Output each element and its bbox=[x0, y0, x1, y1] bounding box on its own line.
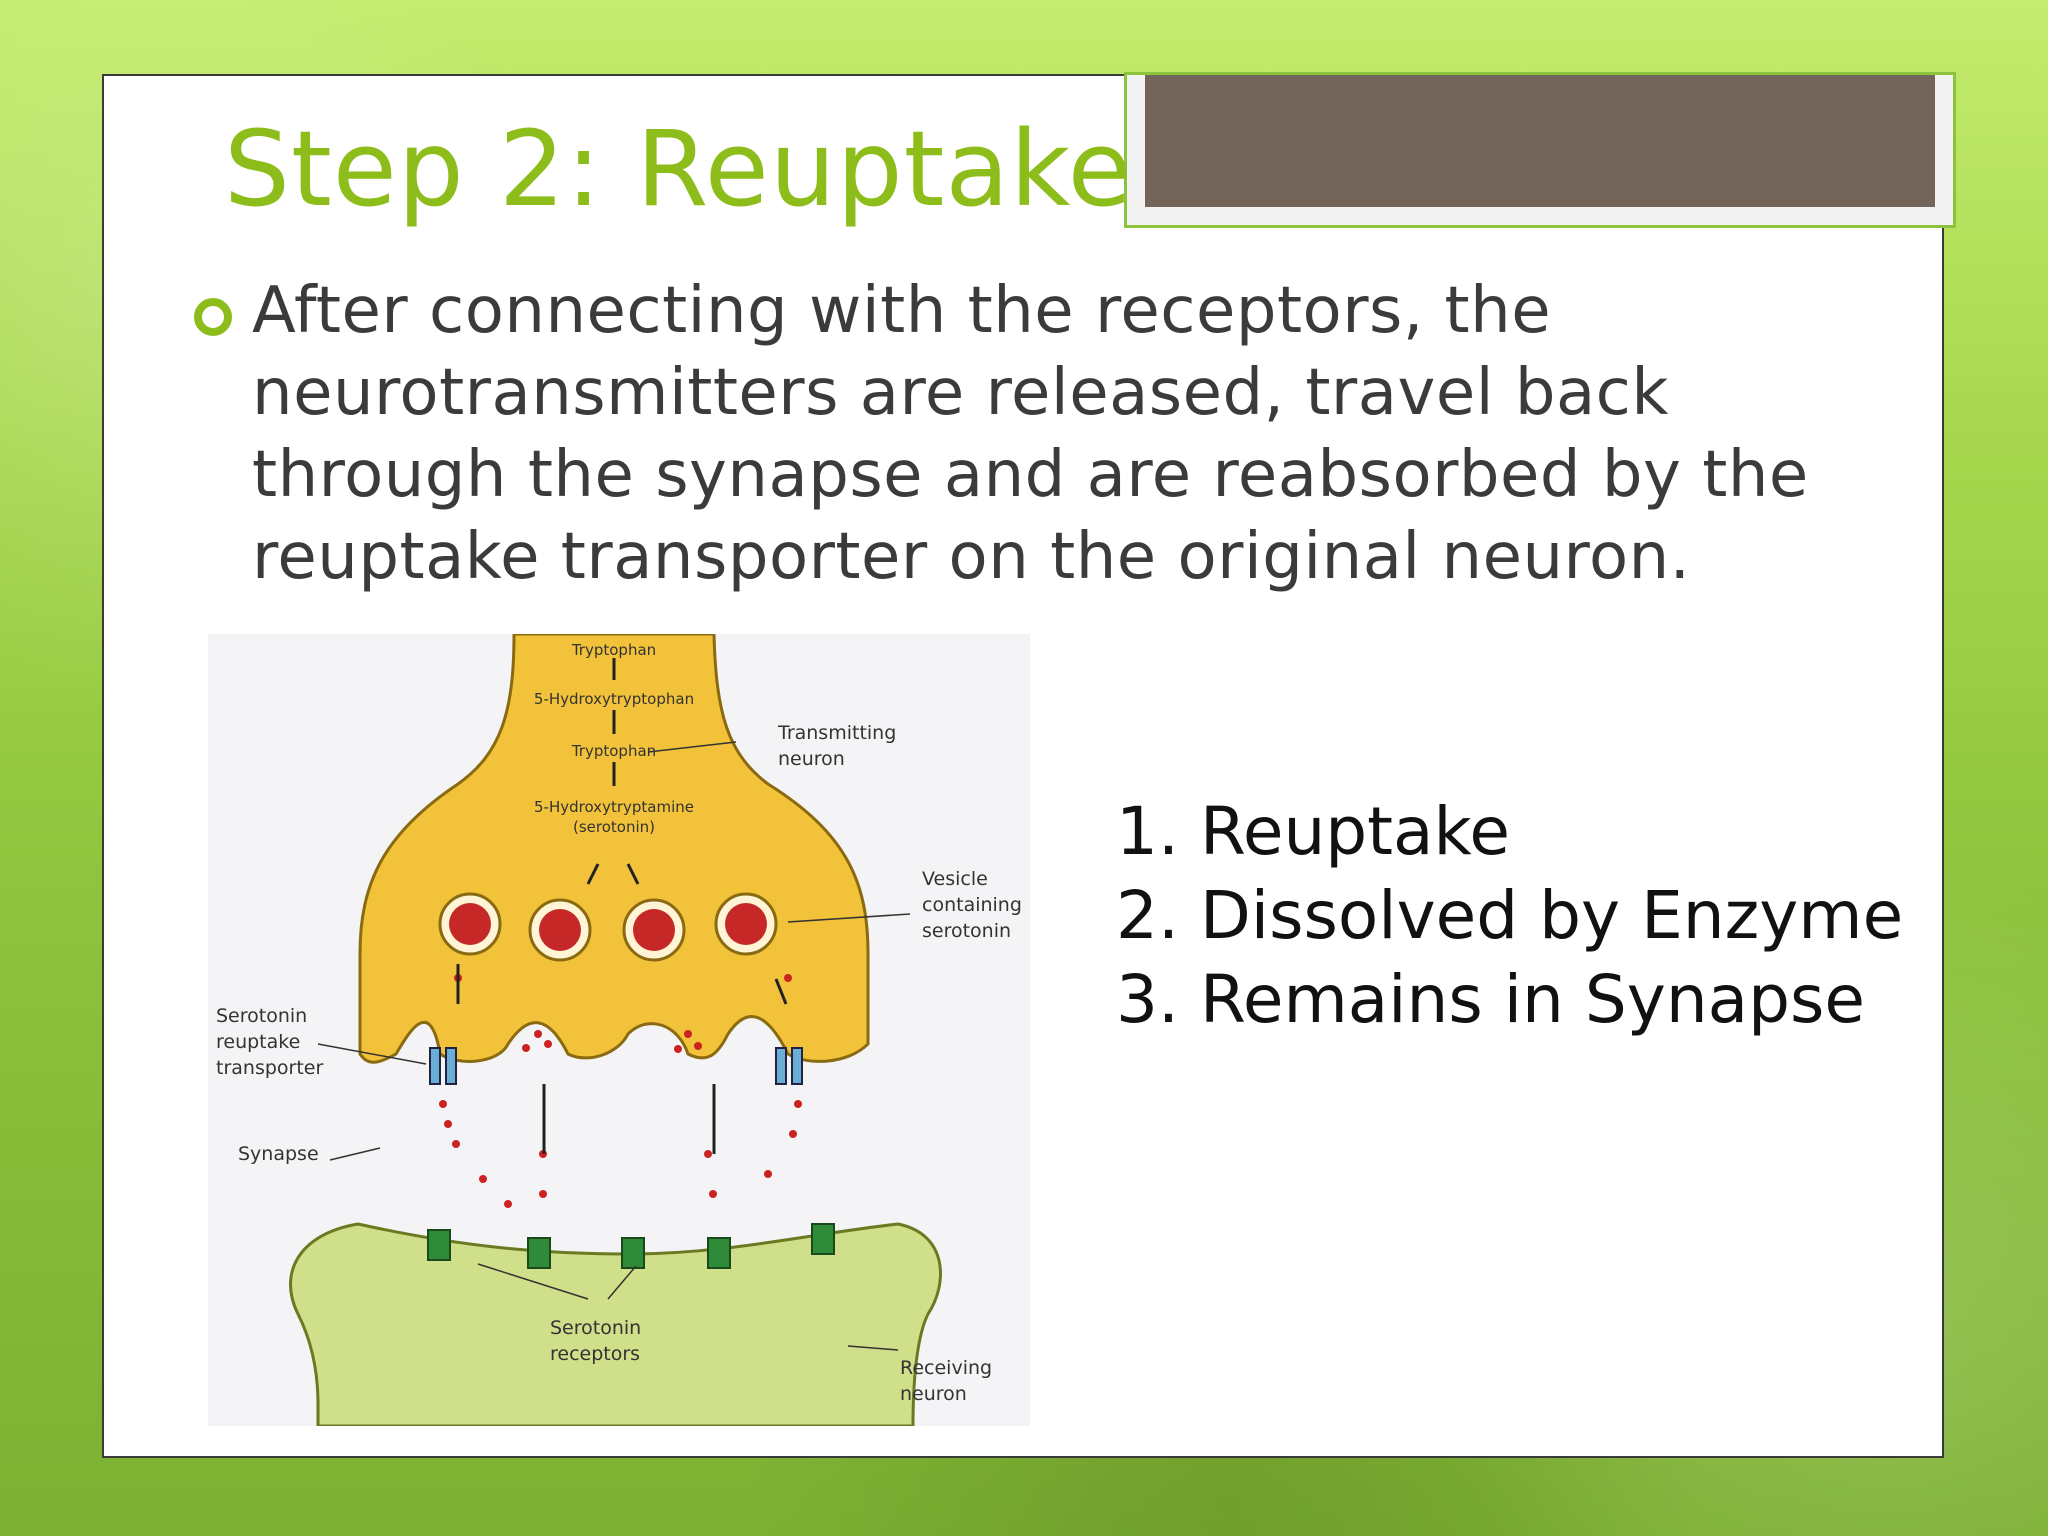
bullet-text: After connecting with the receptors, the… bbox=[252, 274, 1809, 594]
receiving-neuron-label-2: neuron bbox=[900, 1383, 967, 1405]
pathway-label-3: Tryptophan bbox=[571, 742, 656, 760]
reuptake-transporters bbox=[429, 1047, 803, 1085]
synapse-label: Synapse bbox=[238, 1143, 319, 1165]
synapse-diagram: Tryptophan 5-Hydroxytryptophan Tryptopha… bbox=[208, 634, 1030, 1426]
vesicle-label-3: serotonin bbox=[922, 920, 1011, 942]
receiving-neuron-label-1: Receiving bbox=[900, 1357, 992, 1379]
vesicle-label-1: Vesicle bbox=[922, 868, 988, 890]
pathway-label-2: 5-Hydroxytryptophan bbox=[534, 690, 694, 708]
synapse-diagram-svg: Tryptophan 5-Hydroxytryptophan Tryptopha… bbox=[216, 634, 1022, 1426]
serotonin-receptors-shapes bbox=[427, 1223, 835, 1269]
arrows bbox=[456, 658, 788, 1154]
serotonin-molecules bbox=[439, 974, 802, 1208]
receptors-label-1: Serotonin bbox=[550, 1317, 641, 1339]
receptors-label-2: receptors bbox=[550, 1343, 640, 1365]
numbered-list: 1. Reuptake 2. Dissolved by Enzyme 3. Re… bbox=[1116, 790, 1903, 1042]
pathway-label-4: 5-Hydroxytryptamine bbox=[534, 798, 694, 816]
title-decoration-box bbox=[1124, 72, 1956, 228]
transporter-label-2: reuptake bbox=[216, 1031, 300, 1053]
title-decoration-fill bbox=[1145, 75, 1935, 207]
vesicle-label-2: containing bbox=[922, 894, 1022, 916]
leader-lines bbox=[317, 741, 911, 1351]
transmitting-neuron-shape bbox=[358, 634, 870, 1064]
circle-bullet-icon bbox=[194, 298, 232, 336]
transporter-label-3: transporter bbox=[216, 1057, 323, 1079]
vesicles bbox=[438, 892, 778, 962]
list-item-dissolved: 2. Dissolved by Enzyme bbox=[1116, 877, 1904, 954]
list-item-reuptake: 1. Reuptake bbox=[1116, 793, 1510, 870]
pathway-label-1: Tryptophan bbox=[571, 641, 656, 659]
slide-title: Step 2: Reuptake bbox=[224, 108, 1133, 230]
list-item-remains: 3. Remains in Synapse bbox=[1116, 961, 1865, 1038]
transmitting-neuron-label-2: neuron bbox=[778, 748, 845, 770]
pathway-label-5: (serotonin) bbox=[573, 818, 655, 836]
transporter-label-1: Serotonin bbox=[216, 1005, 307, 1027]
transmitting-neuron-label-1: Transmitting bbox=[777, 722, 896, 744]
